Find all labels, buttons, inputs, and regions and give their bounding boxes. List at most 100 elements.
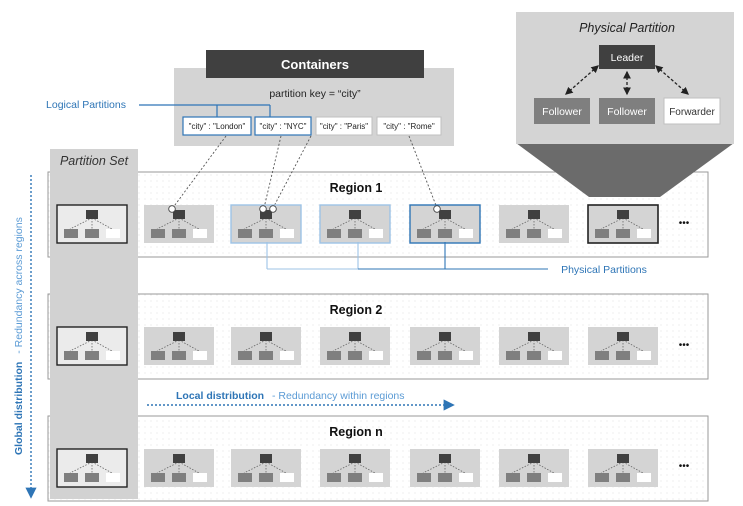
leader-node bbox=[528, 332, 540, 341]
local-distribution-label: Local distribution bbox=[176, 390, 264, 402]
replica-set-block bbox=[56, 204, 128, 244]
logical-partition-nyc-label: "city" : "NYC" bbox=[260, 122, 307, 131]
follower-label-2: Follower bbox=[607, 106, 647, 118]
follower-node bbox=[616, 229, 630, 238]
replica-links bbox=[511, 339, 555, 352]
replica-set-blocks bbox=[56, 204, 659, 488]
replica-set-block bbox=[230, 204, 302, 244]
follower-node bbox=[506, 229, 520, 238]
physical-partitions-label: Physical Partitions bbox=[561, 264, 647, 276]
replica-links bbox=[243, 461, 287, 474]
follower-node bbox=[151, 473, 165, 482]
partition-mapping-lines bbox=[171, 135, 438, 210]
leader-node bbox=[173, 210, 185, 219]
follower-node bbox=[506, 351, 520, 360]
follower-node bbox=[172, 473, 186, 482]
leader-node bbox=[349, 454, 361, 463]
forwarder-node bbox=[548, 473, 562, 482]
forwarder-node bbox=[280, 473, 294, 482]
leader-node bbox=[349, 332, 361, 341]
logical-partition-nyc bbox=[254, 116, 312, 136]
logical-partition-paris-label: "city" : "Paris" bbox=[320, 122, 368, 131]
partition-set-label: Partition Set bbox=[60, 154, 129, 168]
leader-node bbox=[528, 210, 540, 219]
replica-set-block bbox=[588, 449, 658, 487]
replica-links bbox=[156, 339, 200, 352]
region-2-title: Region 2 bbox=[330, 303, 383, 317]
forwarder-node bbox=[459, 229, 473, 238]
replica-links bbox=[600, 461, 644, 474]
replica-links bbox=[69, 217, 113, 230]
follower-node bbox=[595, 351, 609, 360]
replica-set-block bbox=[56, 448, 128, 488]
forwarder-node bbox=[106, 351, 120, 360]
replica-links bbox=[422, 217, 466, 230]
logical-partition-rome-label: "city" : "Rome" bbox=[383, 122, 435, 131]
replica-links bbox=[600, 339, 644, 352]
follower-label-1: Follower bbox=[542, 106, 582, 118]
follower-node bbox=[85, 473, 99, 482]
replica-set-block bbox=[409, 204, 481, 244]
logical-partition-london-label: "city" : "London" bbox=[189, 122, 246, 131]
logical-partitions-bracket bbox=[139, 104, 271, 117]
follower-node bbox=[327, 351, 341, 360]
follower-node bbox=[417, 229, 431, 238]
forwarder-node bbox=[459, 351, 473, 360]
mapping-point bbox=[433, 205, 441, 213]
replica-links bbox=[332, 217, 376, 230]
forwarder-node bbox=[280, 229, 294, 238]
forwarder-node bbox=[369, 229, 383, 238]
leader-node bbox=[86, 454, 98, 463]
replica-links bbox=[156, 461, 200, 474]
forwarder-box bbox=[663, 97, 721, 125]
physical-partition-title: Physical Partition bbox=[579, 21, 675, 35]
forwarder-node bbox=[459, 473, 473, 482]
mapping-point bbox=[269, 205, 277, 213]
follower-node bbox=[527, 473, 541, 482]
replica-set-block bbox=[410, 449, 480, 487]
forwarder-node bbox=[369, 473, 383, 482]
follower-box-1 bbox=[534, 98, 590, 124]
replica-set-block bbox=[56, 326, 128, 366]
follower-node bbox=[238, 229, 252, 238]
follower-node bbox=[438, 473, 452, 482]
forwarder-node bbox=[637, 351, 651, 360]
leader-node bbox=[439, 210, 451, 219]
forwarder-label: Forwarder bbox=[669, 107, 715, 118]
follower-node bbox=[327, 229, 341, 238]
logical-partition-rome bbox=[376, 116, 442, 136]
logical-partition-items: "city" : "London" "city" : "NYC" "city" … bbox=[182, 116, 442, 136]
leader-node bbox=[528, 454, 540, 463]
leader-node bbox=[86, 332, 98, 341]
follower-node bbox=[616, 351, 630, 360]
replica-links bbox=[422, 339, 466, 352]
replica-set-block bbox=[231, 449, 301, 487]
replica-set-block bbox=[499, 205, 569, 243]
region-n-ellipsis: ••• bbox=[679, 461, 690, 472]
replica-set-block bbox=[144, 205, 214, 243]
follower-node bbox=[417, 473, 431, 482]
forwarder-node bbox=[193, 351, 207, 360]
follower-node bbox=[172, 229, 186, 238]
follower-node bbox=[348, 351, 362, 360]
replica-links bbox=[511, 217, 555, 230]
replica-links bbox=[511, 461, 555, 474]
leader-node bbox=[260, 332, 272, 341]
logical-partition-paris bbox=[315, 116, 373, 136]
follower-node bbox=[259, 229, 273, 238]
mapping-point bbox=[168, 205, 176, 213]
forwarder-node bbox=[548, 229, 562, 238]
forwarder-node bbox=[193, 473, 207, 482]
replica-set-block bbox=[144, 327, 214, 365]
logical-partitions-label: Logical Partitions bbox=[46, 99, 126, 111]
follower-node bbox=[64, 473, 78, 482]
leader-node bbox=[439, 332, 451, 341]
leader-node bbox=[173, 332, 185, 341]
region-2-ellipsis: ••• bbox=[679, 340, 690, 351]
follower-node bbox=[417, 351, 431, 360]
replica-set-block bbox=[410, 327, 480, 365]
replica-set-block bbox=[320, 327, 390, 365]
follower-node bbox=[238, 351, 252, 360]
physical-partition-funnel bbox=[516, 143, 734, 197]
partition-key-label: partition key = “city” bbox=[269, 88, 361, 100]
